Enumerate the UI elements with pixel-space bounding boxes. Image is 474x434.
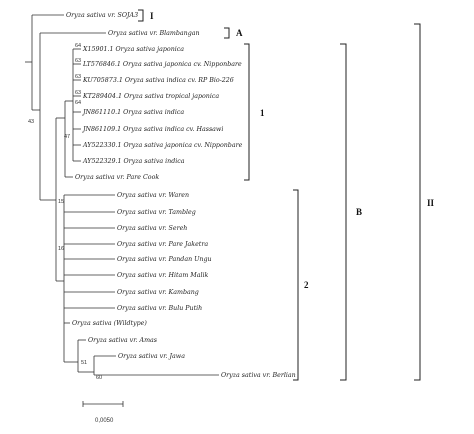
taxon-label: Oryza sativa vr. Bulu Putih [117, 305, 202, 312]
bootstrap-value: 63 [75, 90, 81, 96]
scale-bar-label: 0,0050 [95, 418, 114, 424]
bracket-1 [244, 43, 250, 181]
taxon-label: Oryza sativa vr. Sereh [117, 225, 187, 232]
taxon-label: X15901.1 Oryza sativa japonica [82, 46, 184, 53]
bootstrap-value: 47 [64, 134, 70, 140]
taxon-label: AY522330.1 Oryza sativa japonica cv. Nip… [82, 142, 243, 149]
taxon-label: LT576846.1 Oryza sativa japonica cv. Nip… [82, 61, 242, 68]
group-label-ii: II [427, 198, 435, 208]
taxon-label: Oryza sativa vr. Waren [117, 192, 189, 199]
taxon-label: Oryza sativa vr. Pare Jaketra [117, 241, 208, 248]
bootstrap-value: 51 [81, 360, 87, 366]
bootstrap-value: 60 [96, 375, 102, 381]
taxon-label: Oryza sativa vr. Pare Cook [75, 174, 159, 181]
taxon-label: JN861109.1 Oryza sativa indica cv. Hassa… [81, 126, 223, 133]
taxon-labels: Oryza sativa vr. SOJA3 Oryza sativa vr. … [66, 12, 296, 379]
taxon-label: Oryza sativa vr. SOJA3 [66, 12, 138, 19]
taxon-label: KT289404.1 Oryza sativa tropical japonic… [82, 93, 219, 100]
taxon-label: Oryza sativa vr. Jawa [118, 353, 185, 360]
group-brackets: I A 1 2 B II [138, 9, 435, 381]
bracket-2 [293, 189, 299, 381]
scale-bar: 0,0050 [82, 401, 124, 424]
group-label-2: 2 [304, 280, 309, 290]
taxon-label: Oryza sativa (Wildtype) [72, 320, 147, 327]
tree-branches [25, 14, 219, 376]
bootstrap-value: 64 [75, 43, 81, 49]
group-label-1: 1 [260, 108, 265, 118]
group-label-b: B [356, 207, 362, 217]
taxon-label: JN861110.1 Oryza sativa indica [81, 109, 184, 116]
bracket-i [138, 9, 144, 22]
bootstrap-values: 64 63 63 63 64 43 47 15 16 51 60 [28, 43, 102, 381]
taxon-label: Oryza sativa vr. Berlian [221, 372, 296, 379]
bootstrap-value: 43 [28, 119, 34, 125]
taxon-label: Oryza sativa vr. Blambangan [108, 30, 200, 37]
taxon-label: KU705873.1 Oryza sativa indica cv. RP Bi… [82, 77, 234, 84]
bootstrap-value: 16 [58, 246, 64, 252]
bracket-ii [414, 23, 421, 381]
bootstrap-value: 64 [75, 100, 81, 106]
group-label-i: I [150, 11, 154, 21]
bootstrap-value: 63 [75, 58, 81, 64]
bracket-a [224, 27, 230, 39]
bracket-b [340, 43, 347, 381]
taxon-label: Oryza sativa vr. Amas [88, 337, 158, 344]
taxon-label: Oryza sativa vr. Hitam Malik [117, 272, 209, 279]
taxon-label: Oryza sativa vr. Kambang [117, 289, 199, 296]
bootstrap-value: 15 [58, 199, 64, 205]
taxon-label: Oryza sativa vr. Pandan Ungu [117, 256, 212, 263]
taxon-label: AY522329.1 Oryza sativa indica [82, 158, 185, 165]
bootstrap-value: 63 [75, 74, 81, 80]
group-label-a: A [236, 28, 243, 38]
taxon-label: Oryza sativa vr. Tambleg [117, 209, 196, 216]
